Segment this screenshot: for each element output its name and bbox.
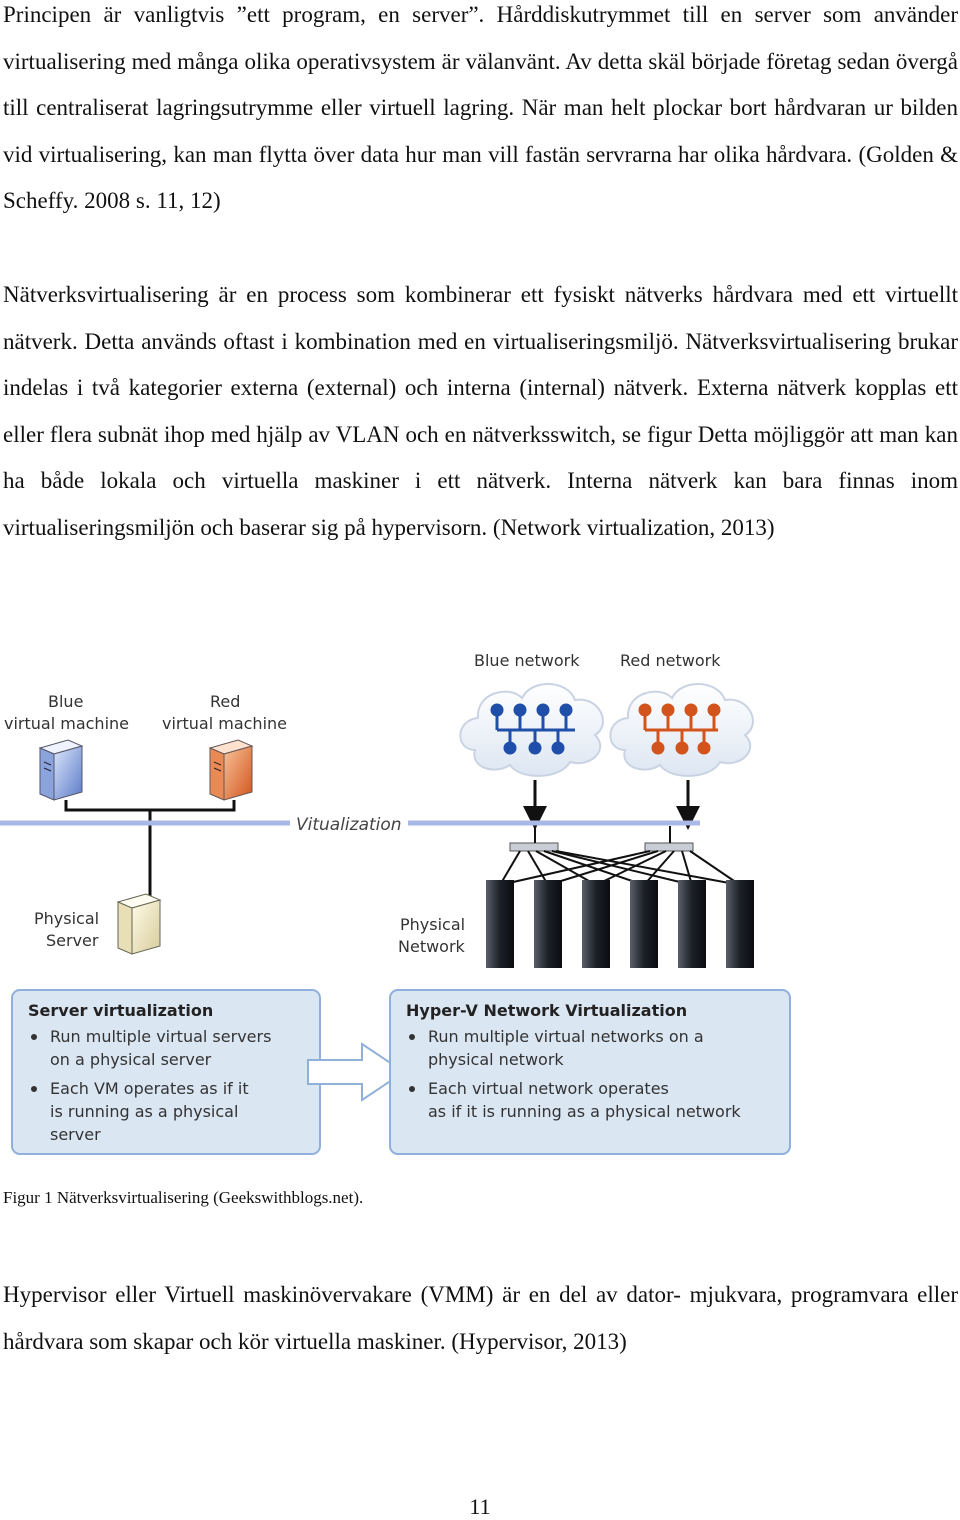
paragraph-network-virtualization: Nätverksvirtualisering är en process som… [3, 282, 958, 540]
network-virtualization-figure: Blue network Red network [0, 640, 800, 1160]
figure-diagram: Blue network Red network [0, 651, 791, 1155]
physical-network-links [499, 850, 741, 886]
virtualization-label: Vitualization [296, 815, 402, 835]
red-network-label: Red network [620, 651, 721, 670]
paragraph-storage: Principen är vanligtvis ”ett program, en… [3, 2, 958, 213]
server-bullet-1-line2: on a physical server [50, 1050, 212, 1069]
blue-vm-label-line2: virtual machine [4, 714, 129, 733]
physical-server-label-line2: Server [46, 931, 99, 950]
physical-network-label-line2: Network [398, 937, 466, 956]
server-bullet-2-line3: server [50, 1125, 101, 1144]
server-bullet-2-line2: is running as a physical [50, 1102, 238, 1121]
physical-server-label-line1: Physical [34, 909, 99, 928]
red-network-cloud [609, 683, 754, 777]
paragraph-hypervisor: Hypervisor eller Virtuell maskinövervaka… [3, 1282, 958, 1354]
network-bullet-1-line2: physical network [428, 1050, 564, 1069]
server-bullet-1-line1: Run multiple virtual servers [50, 1027, 271, 1046]
blue-vm-label-line1: Blue [48, 692, 83, 711]
network-virtualization-title: Hyper-V Network Virtualization [406, 1001, 687, 1020]
page-number: 11 [469, 1494, 491, 1519]
network-bullet-2-line1: Each virtual network operates [428, 1079, 669, 1098]
figure-caption: Figur 1 Nätverksvirtualisering (Geekswit… [3, 1188, 364, 1207]
physical-network-label-line1: Physical [400, 915, 465, 934]
network-bullet-1-line1: Run multiple virtual networks on a [428, 1027, 704, 1046]
server-virtualization-title: Server virtualization [28, 1001, 213, 1020]
physical-network-racks [486, 880, 754, 968]
red-vm-label-line1: Red [210, 692, 240, 711]
red-vm-label-line2: virtual machine [162, 714, 287, 733]
network-switches [509, 842, 694, 852]
right-arrow-icon [307, 1042, 406, 1102]
network-bullet-2-line2: as if it is running as a physical networ… [428, 1102, 741, 1121]
blue-virtual-machine-icon [38, 739, 84, 801]
hyper-v-network-virtualization-box: Hyper-V Network Virtualization Run multi… [389, 989, 791, 1155]
blue-network-label: Blue network [474, 651, 580, 670]
red-virtual-machine-icon [208, 739, 254, 801]
physical-server-icon [116, 893, 162, 955]
server-virtualization-box: Server virtualization Run multiple virtu… [11, 989, 321, 1155]
blue-network-cloud [459, 683, 604, 777]
server-bullet-2-line1: Each VM operates as if it [50, 1079, 249, 1098]
